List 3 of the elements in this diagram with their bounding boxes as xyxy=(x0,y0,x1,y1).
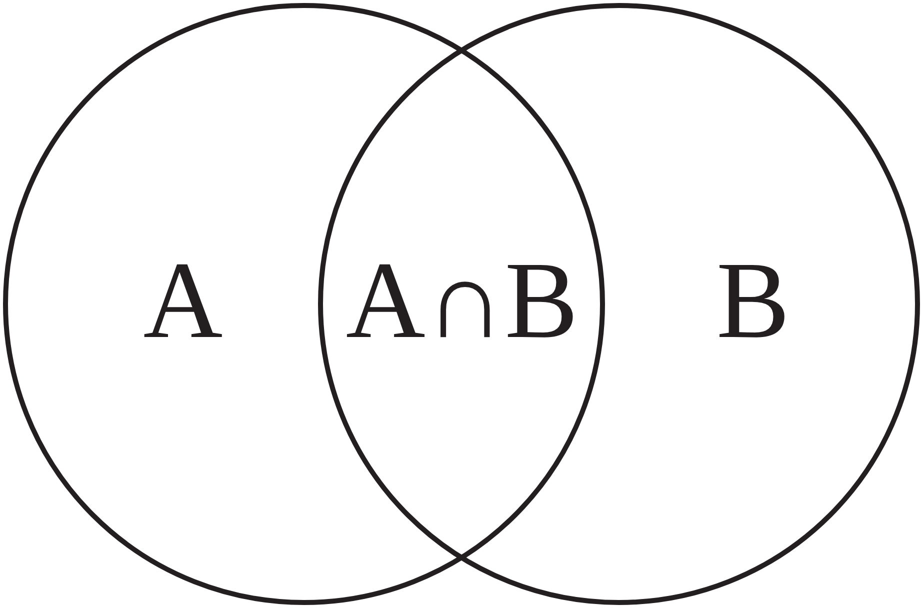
intersection-label: A∩B xyxy=(346,245,578,355)
set-label: A xyxy=(143,245,223,355)
set-label: B xyxy=(716,245,790,355)
